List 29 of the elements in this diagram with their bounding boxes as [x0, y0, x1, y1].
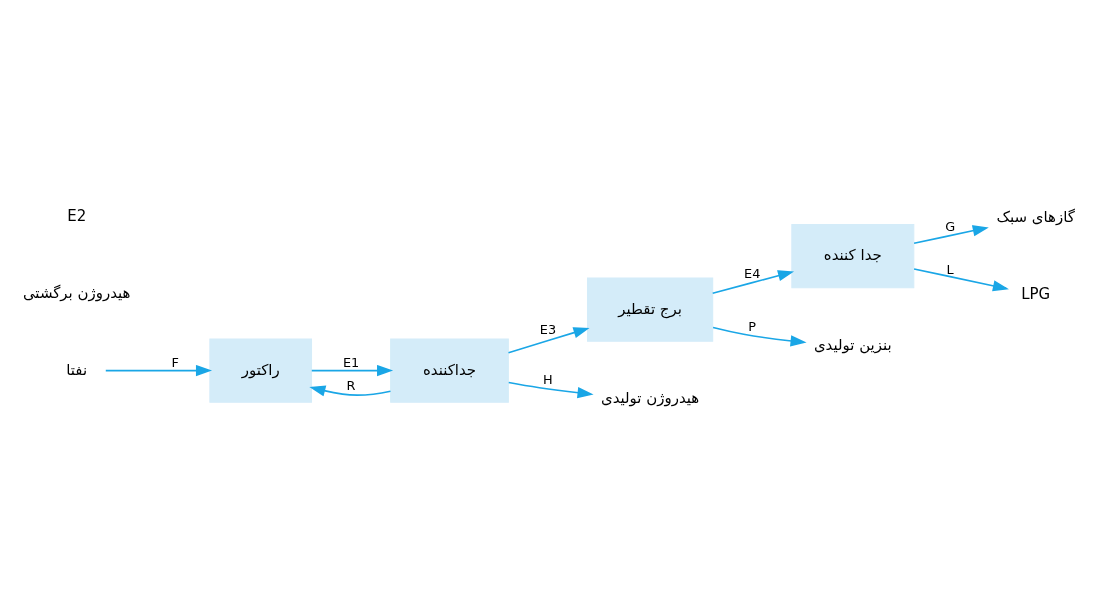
node-text: LPG — [1021, 284, 1051, 303]
label: E2 — [67, 206, 87, 225]
node-box: جدا کننده — [791, 224, 915, 289]
edge-label: E4 — [744, 266, 761, 282]
arrow — [507, 381, 594, 399]
node-text: هیدروژن تولیدی — [600, 389, 700, 408]
node-box: برج تقطیر — [586, 277, 714, 342]
arrow — [105, 364, 212, 377]
edge-label: E3 — [539, 321, 557, 337]
edge-label: G — [945, 219, 956, 235]
node-text: نفتا — [66, 360, 88, 379]
node-box: جداکننده — [390, 338, 509, 403]
node-box: راکتور — [209, 338, 313, 403]
node-text: گازهای سبک — [996, 207, 1075, 226]
arrow — [711, 270, 795, 294]
arrow — [311, 364, 394, 377]
edge-label: R — [346, 378, 356, 394]
arrow — [712, 326, 807, 347]
arrow — [913, 225, 989, 245]
edge-label: H — [543, 372, 553, 388]
arrow — [913, 268, 1009, 292]
label: هیدروژن برگشتی — [22, 283, 131, 302]
arrow — [309, 385, 392, 397]
edge-label: L — [946, 261, 954, 277]
arrow — [507, 327, 590, 354]
node-text: بنزین تولیدی — [813, 335, 892, 354]
edge-label: P — [748, 318, 757, 334]
edge-label: E1 — [342, 354, 360, 370]
edge-label: F — [171, 354, 179, 370]
